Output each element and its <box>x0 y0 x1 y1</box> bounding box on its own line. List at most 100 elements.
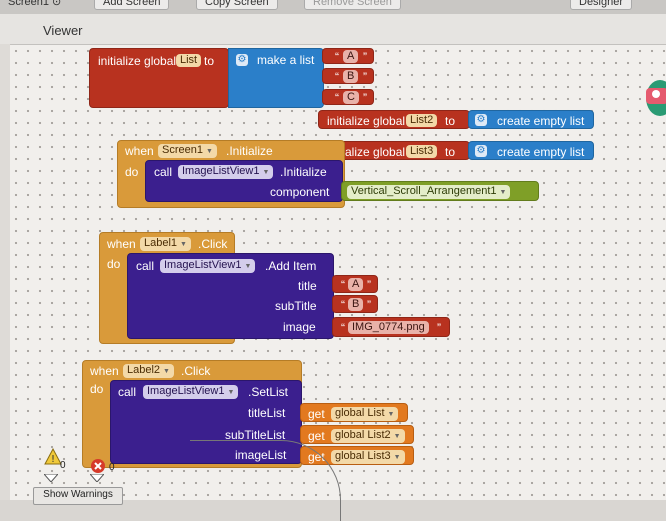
text-block-title[interactable]: “ A ” <box>332 275 378 293</box>
text-block-image[interactable]: “ IMG_0774.png ” <box>332 317 450 337</box>
error-count: 0 <box>109 462 115 473</box>
init-global-list3-block[interactable]: initialize global List3 to <box>318 141 470 160</box>
quote-close: ” <box>367 298 371 312</box>
text-value-c[interactable]: C <box>343 91 359 104</box>
quote-close: ” <box>363 70 367 84</box>
target-dropdown[interactable]: ImageListView1▼ <box>160 259 256 273</box>
gear-icon[interactable]: ⚙ <box>475 145 487 157</box>
when-label: when <box>125 144 154 158</box>
call-initialize-block[interactable]: call ImageListView1▼ .Initialize compone… <box>145 160 343 202</box>
call-setlist-block[interactable]: call ImageListView1▼ .SetList titleList … <box>110 380 302 464</box>
method-name: .Add Item <box>265 259 317 273</box>
warnings-indicator: ! 0 0 <box>30 446 140 500</box>
top-toolbar: Screen1 ⊙ Add Screen Copy Screen Remove … <box>0 0 666 14</box>
create-empty-list-label: create empty list <box>497 145 585 159</box>
warning-icon[interactable]: ! <box>44 448 62 466</box>
variable-dropdown[interactable]: global List3▼ <box>331 450 405 464</box>
component-value: Vertical_Scroll_Arrangement1 <box>351 185 497 197</box>
init-label: initialize global <box>327 114 406 128</box>
designer-button[interactable]: Designer <box>570 0 633 10</box>
do-label: do <box>90 382 104 396</box>
character-sprite <box>646 80 666 116</box>
remove-screen-button[interactable]: Remove Screen <box>304 0 401 10</box>
copy-screen-button[interactable]: Copy Screen <box>196 0 278 10</box>
to-label: to <box>445 145 456 159</box>
text-value-subtitle[interactable]: B <box>348 298 364 311</box>
chevron-down-icon: ▼ <box>499 189 507 196</box>
text-value-image[interactable]: IMG_0774.png <box>348 321 429 334</box>
variable-name: global List <box>335 407 385 419</box>
create-empty-list-block[interactable]: ⚙ create empty list <box>468 141 594 160</box>
variable-dropdown[interactable]: global List2▼ <box>331 429 405 443</box>
chevron-down-icon: ⊙ <box>52 0 62 8</box>
text-value-title[interactable]: A <box>348 278 364 291</box>
component-value-block[interactable]: Vertical_Scroll_Arrangement1▼ <box>341 181 539 201</box>
arrow-down-icon[interactable] <box>90 474 104 482</box>
get-label: get <box>308 407 325 421</box>
call-label: call <box>118 385 137 399</box>
chevron-down-icon: ▼ <box>244 263 252 270</box>
make-list-block[interactable]: ⚙ make a list <box>228 48 324 108</box>
global-name-list2[interactable]: List2 <box>406 114 438 127</box>
param-subtitle-label: subTitle <box>275 299 317 313</box>
component-dropdown[interactable]: Label1▼ <box>140 237 191 251</box>
arrow-down-icon[interactable] <box>44 474 58 482</box>
global-name-list[interactable]: List <box>176 54 202 67</box>
do-label: do <box>125 165 139 179</box>
variable-name: global List3 <box>335 450 391 462</box>
when-label: when <box>107 237 136 251</box>
init-global-list-block[interactable]: initialize global List to <box>89 48 229 108</box>
variable-dropdown[interactable]: global List▼ <box>331 407 399 421</box>
target-dropdown[interactable]: ImageListView1▼ <box>178 165 274 179</box>
component-name: Label2 <box>127 364 161 376</box>
warning-count: 0 <box>60 460 66 471</box>
target-name: ImageListView1 <box>164 259 242 271</box>
call-add-item-block[interactable]: call ImageListView1▼ .Add Item title sub… <box>127 253 334 339</box>
text-block-a[interactable]: “ A ” <box>322 48 374 64</box>
init-global-list2-block[interactable]: initialize global List2 to <box>318 110 470 129</box>
svg-text:!: ! <box>51 454 55 465</box>
add-screen-button[interactable]: Add Screen <box>94 0 170 10</box>
global-name-list3[interactable]: List3 <box>406 145 438 158</box>
event-name: .Initialize <box>226 144 273 158</box>
text-block-c[interactable]: “ C ” <box>322 89 374 105</box>
component-value-dropdown[interactable]: Vertical_Scroll_Arrangement1▼ <box>347 185 511 199</box>
variable-name: global List2 <box>335 429 391 441</box>
quote-open: “ <box>335 70 339 84</box>
text-block-subtitle[interactable]: “ B ” <box>332 295 378 313</box>
chevron-down-icon: ▼ <box>205 148 213 155</box>
component-dropdown[interactable]: Label2▼ <box>123 364 174 378</box>
gear-icon[interactable]: ⚙ <box>236 54 248 66</box>
init-label: initialize global <box>327 145 406 159</box>
quote-close: ” <box>367 278 371 292</box>
get-global-list2-block[interactable]: get global List2▼ <box>300 425 414 444</box>
quote-open: “ <box>335 50 339 64</box>
make-list-label: make a list <box>257 53 315 67</box>
get-label: get <box>308 429 325 443</box>
quote-open: “ <box>341 278 345 292</box>
gear-icon[interactable]: ⚙ <box>475 114 487 126</box>
text-value-b[interactable]: B <box>343 70 359 83</box>
quote-open: “ <box>335 91 339 105</box>
chevron-down-icon: ▼ <box>262 169 270 176</box>
target-dropdown[interactable]: ImageListView1▼ <box>143 385 239 399</box>
screen-selector[interactable]: Screen1 ⊙ <box>0 0 69 10</box>
to-label: to <box>445 114 456 128</box>
param-image-label: image <box>283 320 316 334</box>
chevron-down-icon: ▼ <box>387 411 395 418</box>
quote-close: ” <box>437 321 441 335</box>
component-dropdown[interactable]: Screen1▼ <box>158 144 217 158</box>
chevron-down-icon: ▼ <box>180 241 187 248</box>
get-global-list-block[interactable]: get global List▼ <box>300 403 408 422</box>
param-titlelist-label: titleList <box>248 406 286 420</box>
error-icon[interactable] <box>90 458 106 474</box>
quote-open: “ <box>341 298 345 312</box>
component-name: Screen1 <box>162 144 203 156</box>
text-block-b[interactable]: “ B ” <box>322 68 374 84</box>
text-value-a[interactable]: A <box>343 50 359 63</box>
viewer-title: Viewer <box>43 23 83 38</box>
event-name: .Click <box>181 364 211 378</box>
create-empty-list-block[interactable]: ⚙ create empty list <box>468 110 594 129</box>
event-name: .Click <box>198 237 228 251</box>
show-warnings-button[interactable]: Show Warnings <box>33 487 123 505</box>
